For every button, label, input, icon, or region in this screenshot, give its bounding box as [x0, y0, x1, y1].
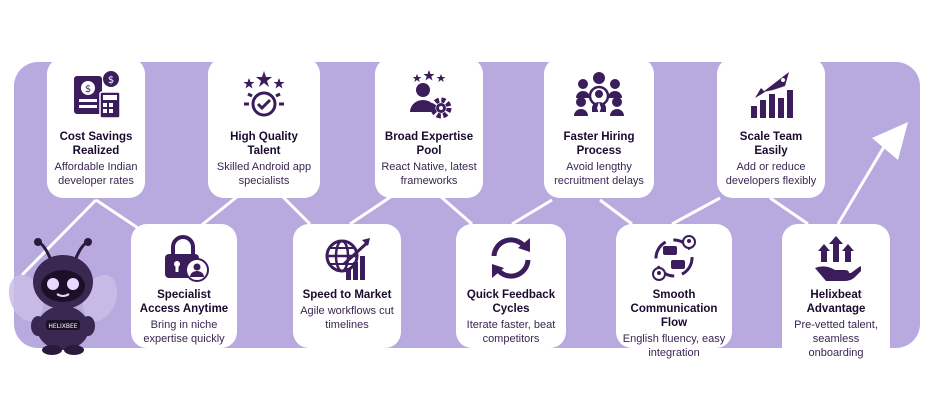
card-description: Avoid lengthy recruitment delays — [554, 161, 644, 187]
card-description: Pre-vetted talent, seamless onboarding — [794, 319, 878, 359]
card-title: Broad Expertise Pool — [384, 131, 474, 157]
card-description: Bring in niche expertise quickly — [143, 319, 225, 345]
bee-mascot: HELIXBEE — [8, 238, 118, 355]
card-title: Quick Feedback Cycles — [466, 289, 556, 315]
card-title: Helixbeat Advantage — [806, 289, 866, 315]
card-broad-expertise: Broad Expertise Pool React Native, lates… — [375, 58, 483, 198]
card-quick-feedback: Quick Feedback Cycles Iterate faster, be… — [456, 224, 566, 348]
expert-gear-icon — [410, 70, 452, 119]
card-helixbeat-advantage: Helixbeat Advantage Pre-vetted talent, s… — [782, 224, 890, 362]
card-title: Scale Team Easily — [739, 131, 803, 157]
card-speed-to-market: Speed to Market Agile workflows cut time… — [293, 224, 401, 348]
card-smooth-communication: Smooth Communication Flow English fluenc… — [616, 224, 732, 359]
quality-badge-icon — [243, 71, 285, 117]
card-description: Skilled Android app specialists — [216, 161, 312, 187]
card-high-quality-talent: High Quality Talent Skilled Android app … — [208, 58, 320, 198]
card-description: English fluency, easy integration — [622, 333, 726, 359]
card-title: Speed to Market — [302, 289, 392, 301]
card-description: React Native, latest frameworks — [381, 161, 477, 187]
card-description: Iterate faster, beat competitors — [466, 319, 556, 345]
hiring-team-icon — [574, 72, 624, 116]
card-title: Cost Savings Realized — [59, 131, 133, 157]
hand-arrows-icon — [815, 236, 861, 281]
svg-text:$: $ — [108, 75, 114, 86]
card-description: Affordable Indian developer rates — [54, 161, 138, 187]
globe-growth-icon — [325, 238, 370, 280]
card-description: Add or reduce developers flexibly — [725, 161, 817, 187]
refresh-cycle-icon — [491, 237, 531, 279]
rocket-chart-icon — [751, 72, 793, 118]
card-scale-team: Scale Team Easily Add or reduce develope… — [717, 58, 825, 198]
card-title: High Quality Talent — [230, 131, 298, 157]
svg-text:$: $ — [85, 84, 91, 95]
card-faster-hiring: Faster Hiring Process Avoid lengthy recr… — [544, 58, 654, 198]
card-cost-savings: $ $ Cost Savings Realized Affordable Ind… — [47, 58, 145, 198]
card-description: Agile workflows cut timelines — [300, 305, 394, 331]
money-calculator-icon: $ $ — [74, 71, 121, 119]
lock-person-icon — [165, 235, 209, 282]
card-title: Specialist Access Anytime — [139, 289, 229, 315]
card-specialist-access: Specialist Access Anytime Bring in niche… — [131, 224, 237, 348]
card-title: Smooth Communication Flow — [630, 289, 718, 329]
communication-cycle-icon — [652, 235, 696, 281]
growth-arrow-head — [872, 122, 908, 160]
mascot-badge: HELIXBEE — [48, 323, 77, 330]
card-title: Faster Hiring Process — [563, 131, 635, 157]
